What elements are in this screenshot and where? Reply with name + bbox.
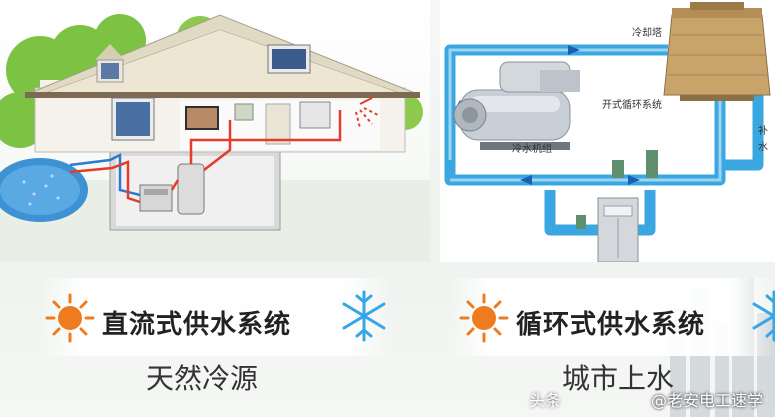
right-title: 循环式供水系统 — [516, 310, 706, 340]
right-subtitle: 城市上水 — [562, 362, 675, 395]
heat-pump-unit — [139, 184, 173, 212]
snowflake-icon — [752, 290, 775, 342]
chiller-unit — [453, 61, 580, 150]
cooling-tower-label: 冷却塔 — [632, 26, 662, 39]
watermark-handle: @老安电工速学 — [650, 391, 763, 410]
chiller-label: 冷水机组 — [512, 142, 552, 155]
left-subtitle: 天然冷源 — [146, 362, 259, 395]
sun-icon — [459, 293, 509, 343]
control-cabinet — [597, 197, 639, 262]
circulating-supply-illustration: 冷却塔 开式循环系统 冷水机组 补 水 — [440, 0, 775, 262]
cooling-tower — [663, 2, 771, 101]
makeup-water-label-2: 水 — [758, 141, 768, 153]
left-title: 直流式供水系统 — [102, 310, 292, 340]
left-caption-band — [40, 278, 390, 356]
watermark-brand: 头条 — [528, 391, 561, 410]
direct-supply-illustration — [0, 0, 430, 262]
open-loop-label: 开式循环系统 — [602, 98, 662, 111]
snowflake-icon — [342, 290, 386, 342]
water-tank — [177, 163, 205, 215]
makeup-water-label-1: 补 — [758, 124, 768, 137]
sun-icon — [45, 293, 95, 343]
